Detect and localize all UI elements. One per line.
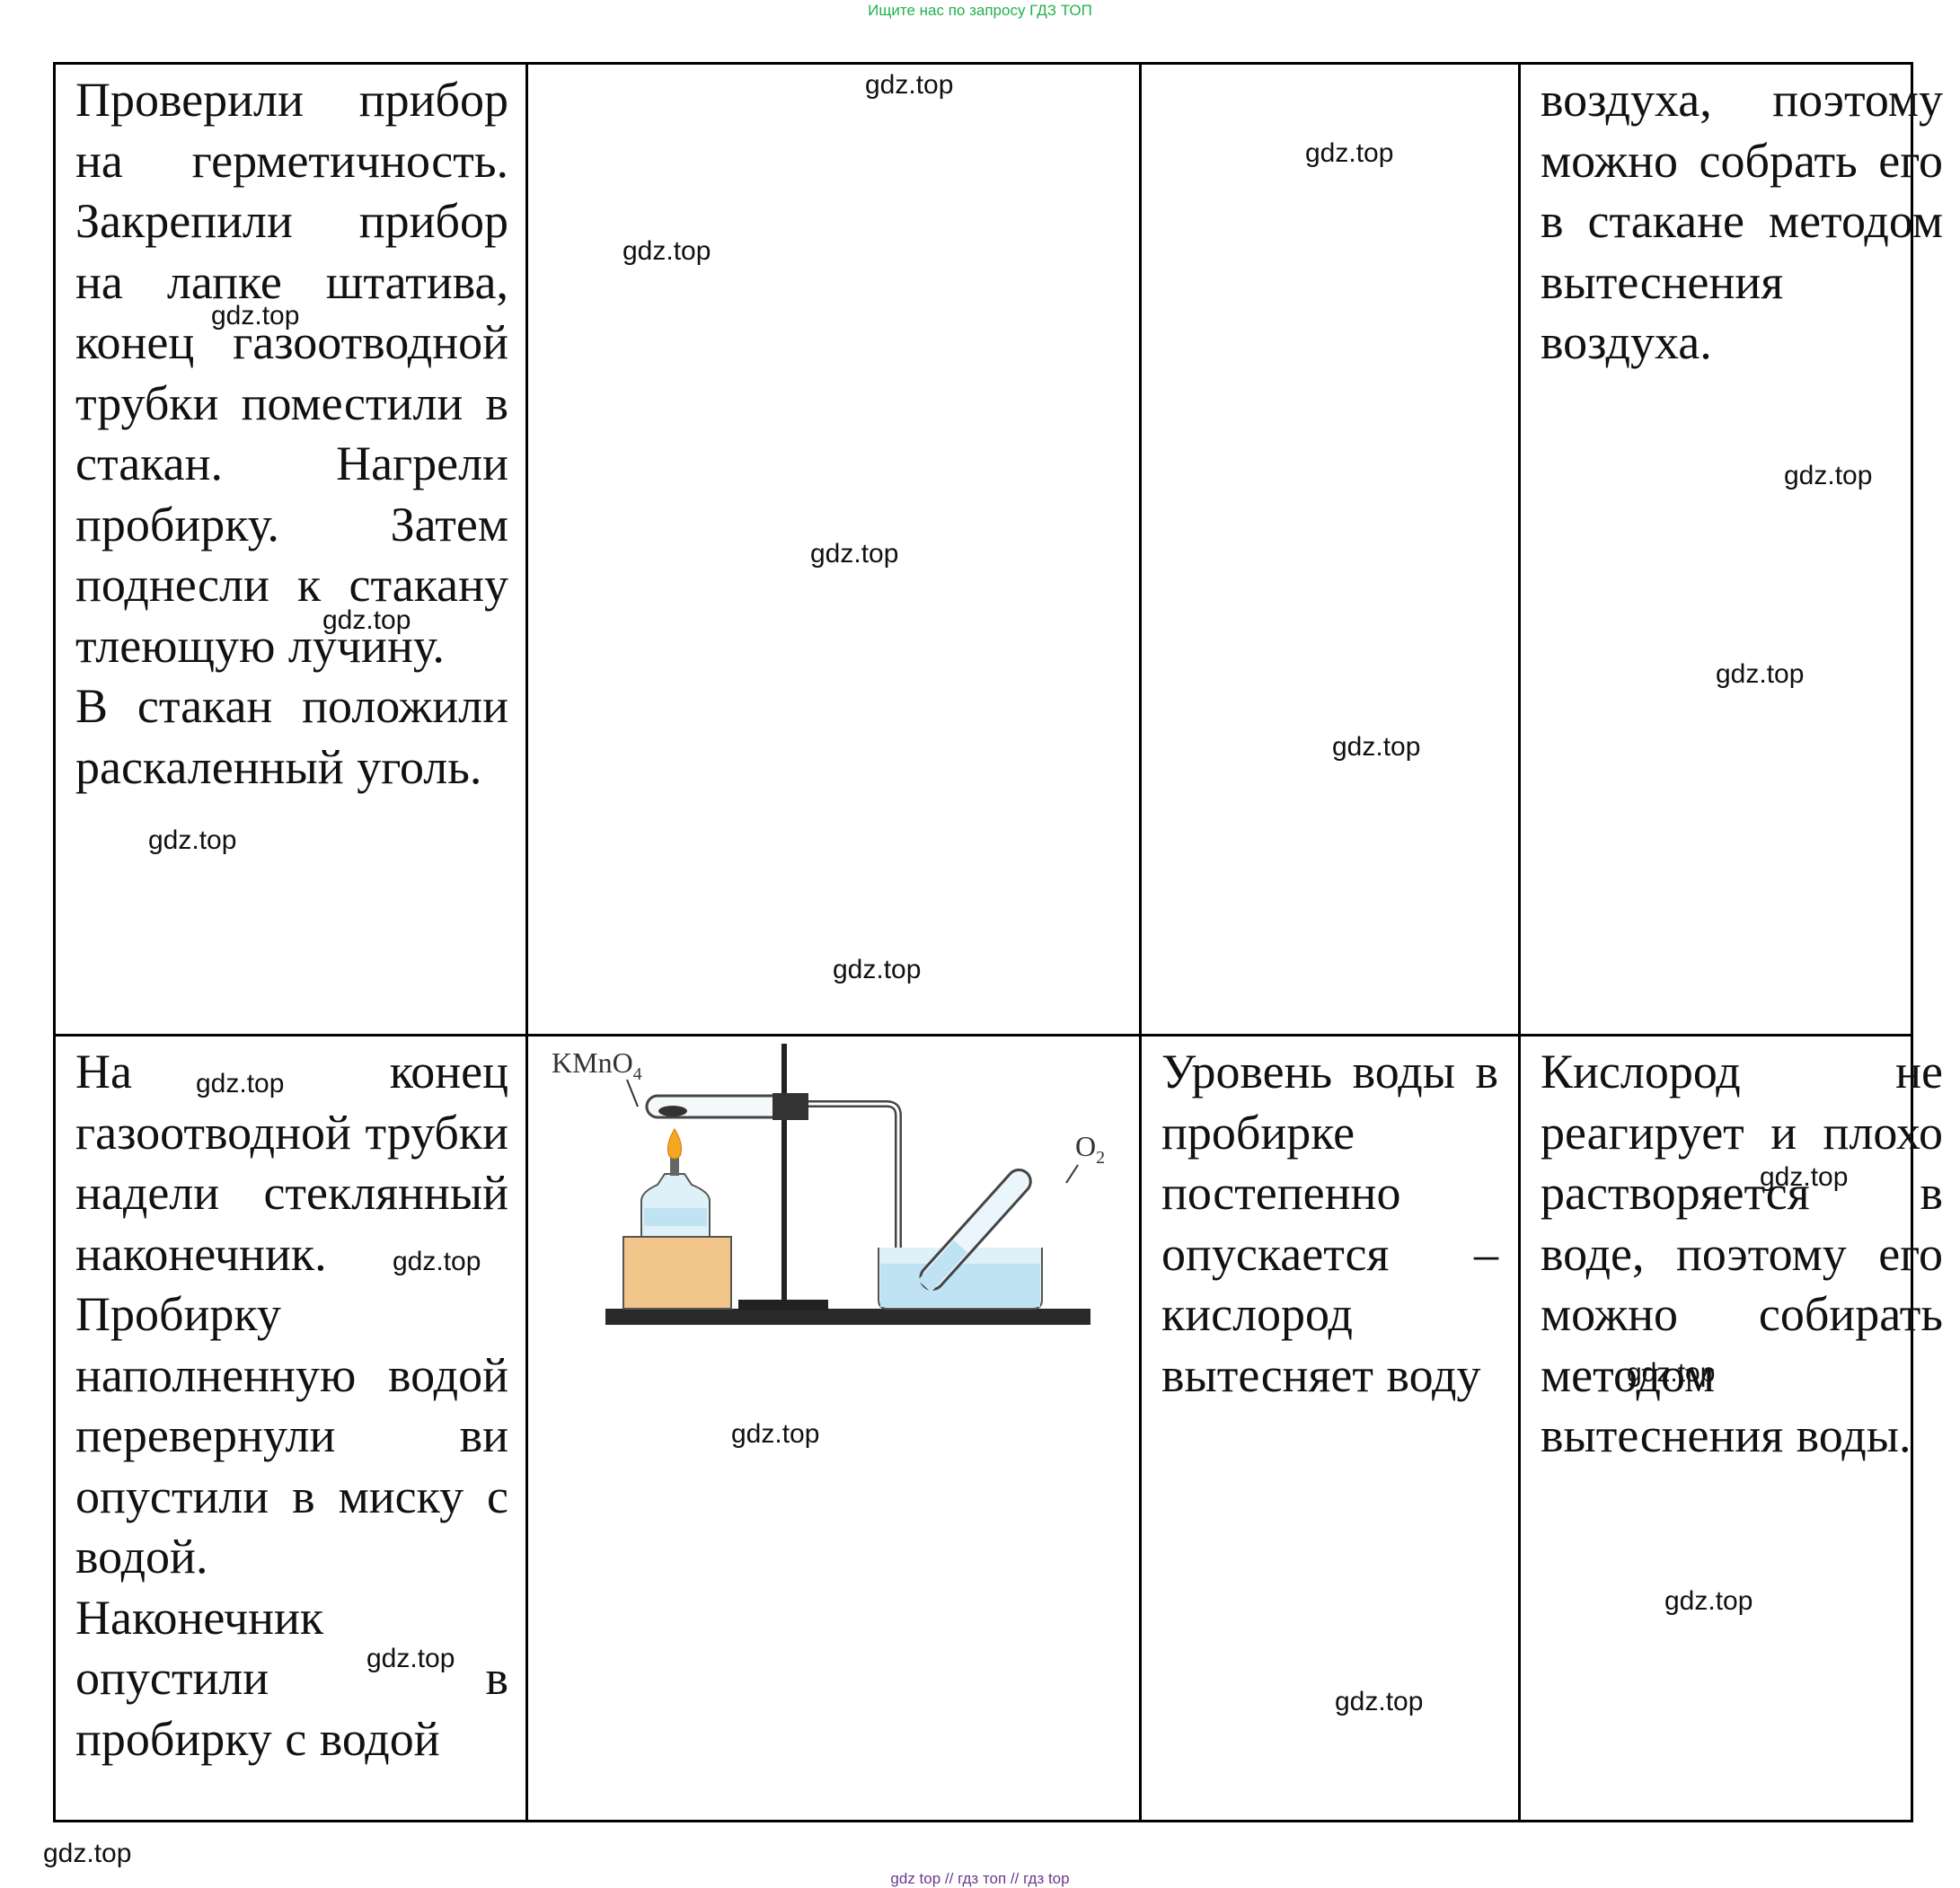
watermark: gdz.top [1784, 461, 1873, 490]
burner-wick [670, 1156, 679, 1176]
watermark: gdz.top [1760, 1162, 1849, 1192]
watermark: gdz.top [393, 1247, 481, 1276]
watermark: gdz.top [1305, 138, 1394, 168]
basin-water [880, 1264, 1040, 1307]
column-divider [1518, 65, 1521, 1820]
watermark: gdz.top [211, 301, 300, 331]
oxygen-collection-apparatus-figure: KMnO4 O2 [552, 1044, 1105, 1325]
row2-procedure-paragraph: Наконечник опустили в пробирку с водой [75, 1590, 508, 1766]
watermark: gdz.top [1335, 1687, 1424, 1716]
row-divider [56, 1034, 1911, 1037]
watermark: gdz.top [43, 1839, 132, 1868]
watermark: gdz.top [731, 1419, 820, 1449]
row2-conclusion-cell: Кислород не реагирует и плохо растворяет… [1541, 1042, 1943, 1467]
watermark: gdz.top [833, 955, 922, 984]
row1-conclusion-text: воздуха, поэтому можно собрать его в ста… [1541, 73, 1943, 369]
row2-procedure-paragraph: На конец газоотводной трубки надели стек… [75, 1045, 508, 1281]
watermark: gdz.top [148, 825, 237, 855]
wooden-block [622, 1236, 732, 1310]
footer-banner[interactable]: gdz top // гдз топ // гдз top [890, 1870, 1070, 1887]
o2-label: O2 [1075, 1130, 1105, 1168]
stand-base [738, 1300, 828, 1310]
watermark: gdz.top [810, 539, 899, 569]
watermark: gdz.top [196, 1069, 285, 1098]
kmno4-label: KMnO4 [552, 1046, 642, 1084]
watermark: gdz.top [366, 1644, 455, 1673]
bench [605, 1309, 1090, 1325]
row1-procedure-cell: Проверили прибор на герметичность. Закре… [75, 70, 508, 798]
watermark: gdz.top [1664, 1586, 1753, 1616]
header-banner[interactable]: Ищите нас по запросу ГДЗ ТОП [868, 2, 1092, 19]
collection-tube [917, 1168, 1032, 1292]
burner-fuel [644, 1208, 707, 1226]
row2-procedure-cell: На конец газоотводной трубки надели стек… [75, 1042, 508, 1769]
row1-conclusion-cell: воздуха, поэтому можно собрать его в ста… [1541, 70, 1943, 374]
row2-conclusion-text: Кислород не реагирует и плохо растворяет… [1541, 1045, 1943, 1462]
row2-procedure-paragraph: Пробирку наполненную водой перевернули в… [75, 1287, 508, 1584]
watermark: gdz.top [1627, 1358, 1716, 1388]
stand-rod [781, 1044, 787, 1310]
kmno4-powder [658, 1106, 687, 1116]
watermark: gdz.top [1332, 732, 1421, 762]
watermark: gdz.top [322, 605, 411, 635]
row1-procedure-paragraph: Проверили прибор на герметичность. Закре… [75, 73, 508, 673]
lab-table: Проверили прибор на герметичность. Закре… [53, 62, 1943, 1822]
watermark: gdz.top [622, 236, 711, 266]
row2-observation-cell: Уровень воды в пробирке постепенно опуск… [1161, 1042, 1498, 1406]
clamp [773, 1093, 808, 1120]
watermark: gdz.top [865, 70, 954, 100]
column-divider [525, 65, 528, 1820]
flame-icon [667, 1128, 682, 1160]
column-divider [1139, 65, 1142, 1820]
row1-procedure-paragraph: В стакан положили раскаленный уголь. [75, 679, 508, 794]
watermark: gdz.top [1716, 659, 1805, 689]
alcohol-burner [640, 1173, 711, 1238]
row2-observation-text: Уровень воды в пробирке постепенно опуск… [1161, 1045, 1498, 1402]
